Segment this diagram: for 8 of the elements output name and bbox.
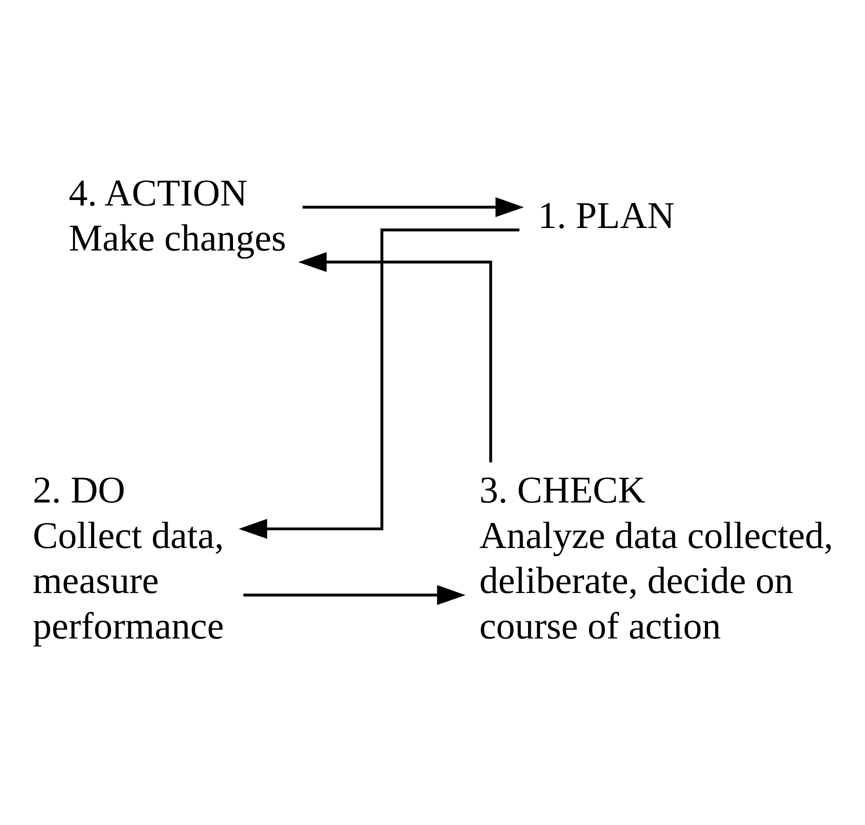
node-text: 3. CHECK Analyze data collected, deliberate, decide on course of action	[479, 469, 834, 648]
node-text: 1. PLAN	[538, 195, 675, 238]
arrow	[298, 252, 492, 462]
arrow	[302, 197, 524, 218]
arrow	[238, 228, 520, 539]
node-text: 4. ACTION Make changes	[68, 172, 286, 260]
node-text: 2. DO Collect data, measure performance	[32, 469, 224, 648]
arrow	[243, 585, 466, 606]
